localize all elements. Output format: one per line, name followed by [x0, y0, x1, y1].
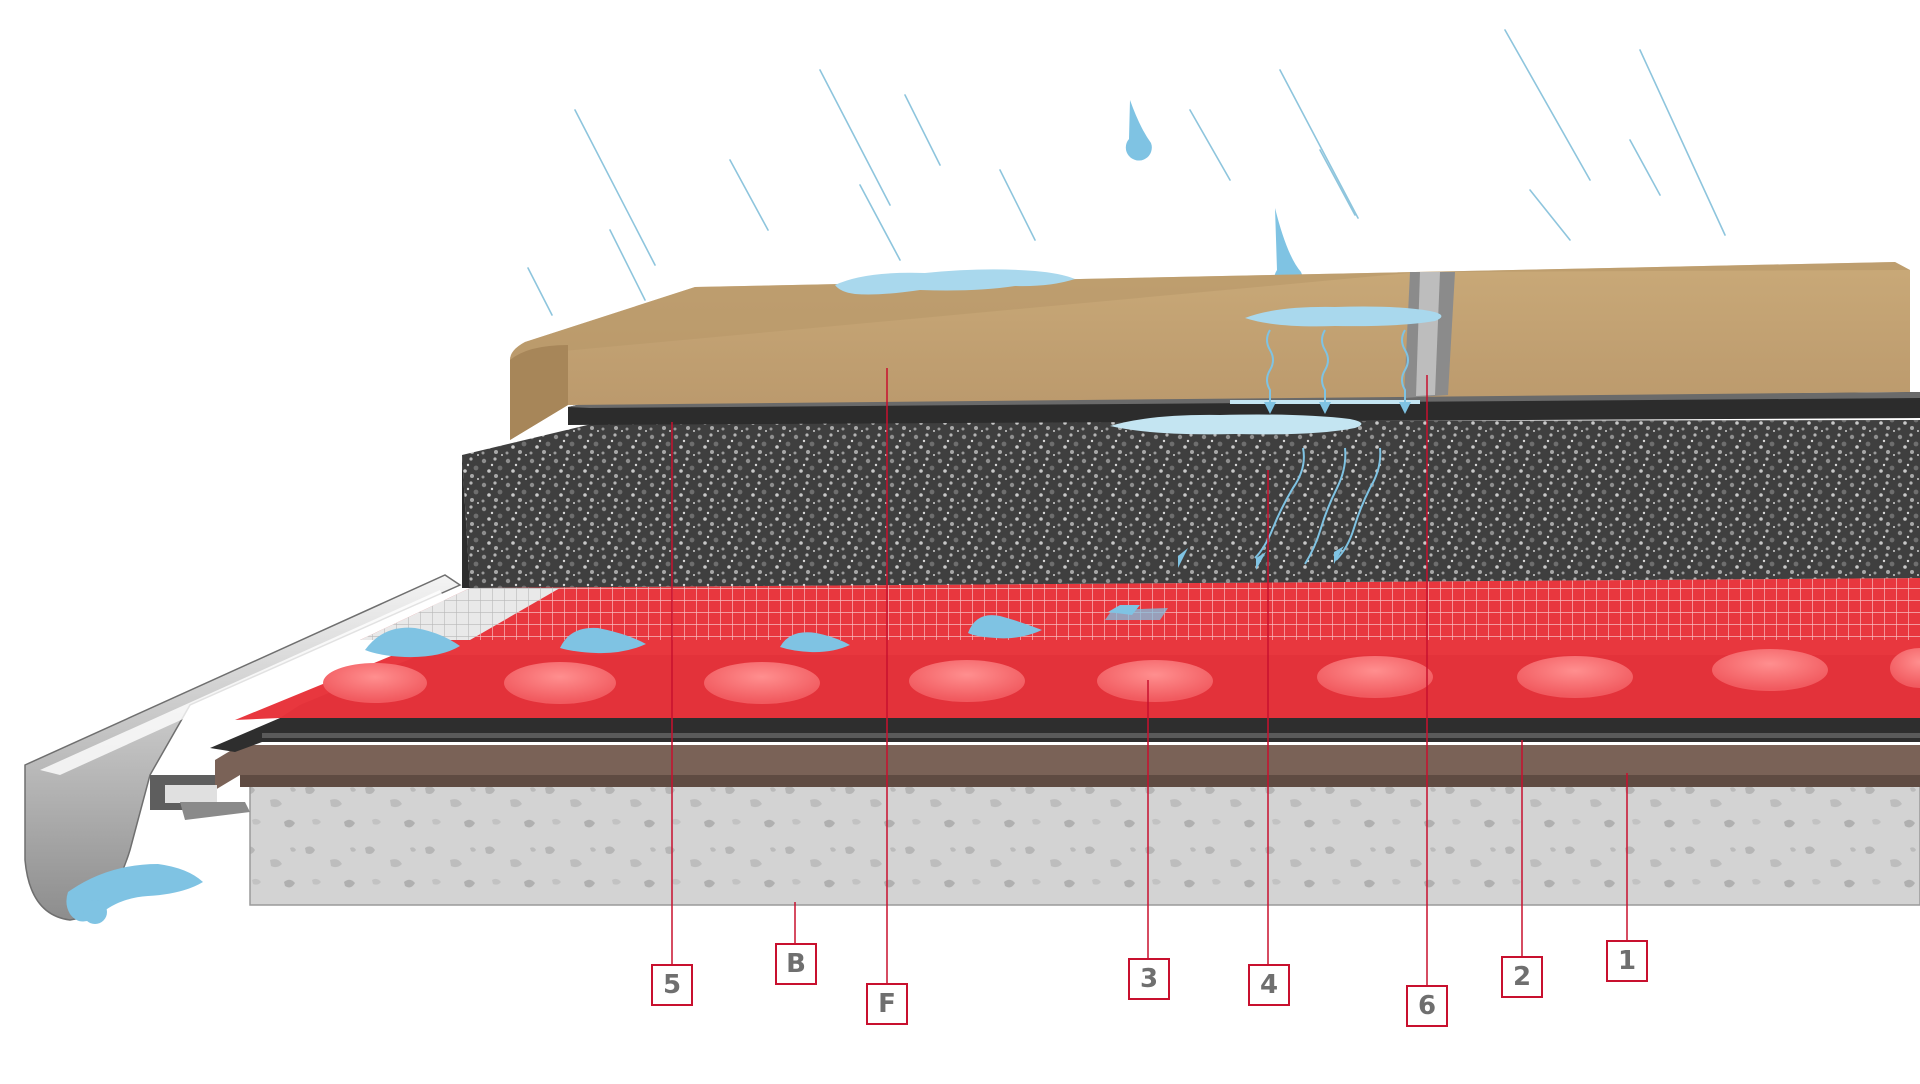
water-drop-icon	[1274, 208, 1303, 293]
layer-3-membrane	[235, 640, 1920, 720]
callout-f: F	[866, 983, 908, 1025]
callout-2: 2	[1501, 956, 1543, 998]
water-drop-icon	[1125, 100, 1152, 161]
arrowheads	[1178, 402, 1411, 570]
callout-4: 4	[1248, 964, 1290, 1006]
layer-1-board	[215, 745, 1920, 790]
water-pools	[365, 615, 1042, 658]
layer-2-sheet	[210, 718, 1920, 752]
seepage-arrows	[1254, 329, 1409, 565]
leader-lines	[671, 368, 1628, 988]
rain-streaks	[527, 29, 1726, 316]
callout-1: 1	[1606, 940, 1648, 982]
callout-b: B	[775, 943, 817, 985]
layer-5-fleece	[360, 578, 1920, 640]
slab-water	[835, 269, 1442, 435]
callout-6: 6	[1406, 985, 1448, 1027]
callout-3: 3	[1128, 958, 1170, 1000]
callout-5: 5	[651, 964, 693, 1006]
gutter	[24, 574, 462, 924]
gravel-layer	[462, 420, 1920, 588]
concrete-base	[249, 784, 1920, 906]
